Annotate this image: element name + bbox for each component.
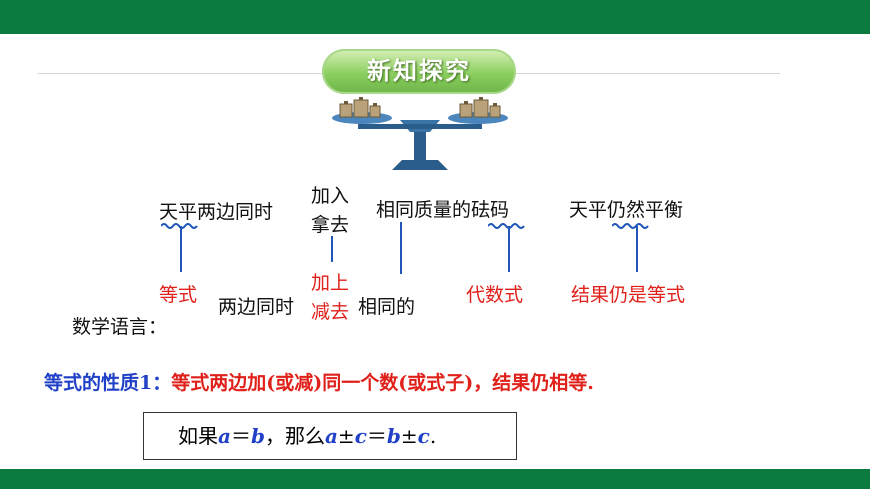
- math-language-label: 数学语言：: [72, 316, 168, 338]
- formula-op: ＝: [366, 424, 387, 448]
- property-statement: 等式的性质1：等式两边加(或减)同一个数(或式子)，结果仍相等.: [44, 368, 594, 395]
- formula-op: ＝: [230, 424, 251, 448]
- label-remove: 拿去: [311, 214, 350, 236]
- connector-line: [180, 226, 182, 272]
- formula-op: ±: [400, 424, 418, 448]
- top-green-bar: [0, 0, 870, 34]
- section-title-badge: 新知探究: [322, 49, 516, 94]
- label-add: 加入: [311, 185, 350, 207]
- label-both-sides: 天平两边同时: [159, 201, 274, 223]
- bottom-green-bar: [0, 469, 870, 489]
- label-same: 相同的: [358, 296, 416, 318]
- label-minus: 减去: [311, 301, 350, 323]
- label-result-equation: 结果仍是等式: [571, 284, 686, 306]
- formula-then: ，那么: [264, 424, 325, 448]
- label-equation: 等式: [159, 284, 198, 306]
- connector-line: [508, 226, 510, 272]
- formula-period: .: [429, 424, 437, 448]
- property-text: 等式两边加(或减)同一个数(或式子)，结果仍相等.: [171, 372, 594, 394]
- formula-var: a: [218, 424, 231, 448]
- label-still-balanced: 天平仍然平衡: [569, 199, 684, 221]
- connector-line: [636, 226, 638, 272]
- connector-line: [331, 236, 333, 262]
- formula-var: c: [417, 424, 430, 448]
- wave-connector: [612, 223, 649, 229]
- wave-connector: [488, 223, 525, 229]
- label-algebraic-expr: 代数式: [466, 284, 524, 306]
- wave-connector: [161, 223, 198, 229]
- formula-var: b: [386, 424, 401, 448]
- formula-box: 如果a＝b，那么a±c＝b±c.: [143, 412, 517, 460]
- connector-line: [400, 222, 402, 274]
- formula-if: 如果: [178, 424, 218, 448]
- balance-scale-icon: [332, 97, 508, 170]
- label-plus: 加上: [311, 272, 350, 294]
- property-label: 等式的性质1：: [44, 372, 172, 394]
- formula-var: a: [324, 424, 338, 448]
- formula-var: b: [250, 424, 265, 448]
- formula-var: c: [354, 424, 367, 448]
- label-same-weights: 相同质量的砝码: [376, 199, 510, 221]
- formula-op: ±: [337, 424, 355, 448]
- label-both-sides-math: 两边同时: [218, 296, 295, 318]
